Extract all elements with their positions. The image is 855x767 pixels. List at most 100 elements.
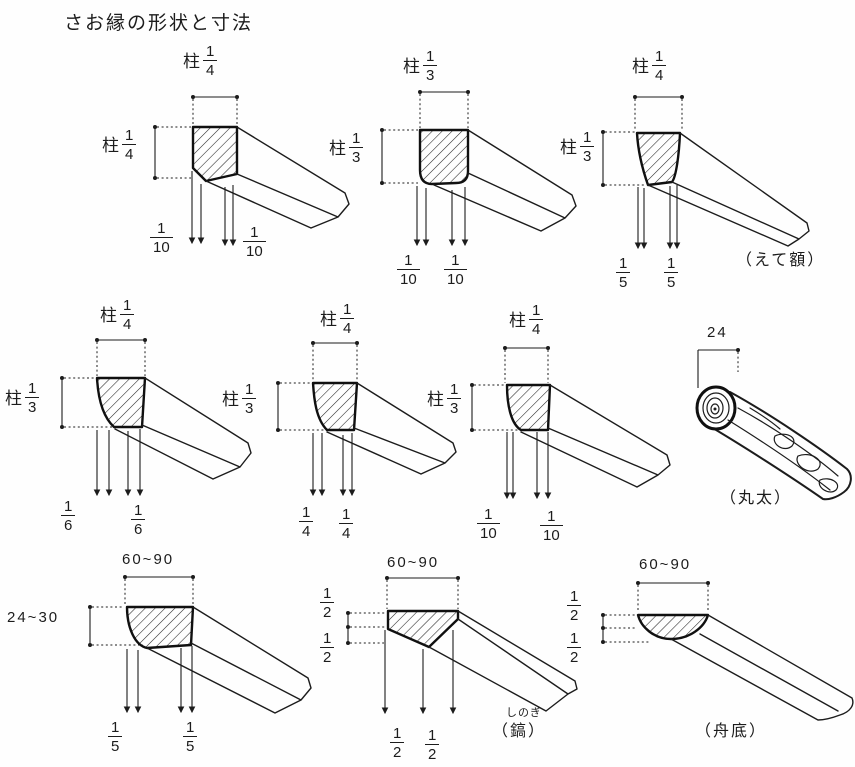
figure-caption: （丸太） — [720, 490, 793, 507]
figure-7-linework — [88, 575, 312, 714]
extruded-body — [205, 126, 350, 229]
fraction-denominator: 3 — [349, 147, 364, 165]
extruded-body — [146, 606, 312, 714]
profile-section — [95, 376, 147, 429]
fraction-denominator: 10 — [477, 523, 500, 541]
left-dimension — [153, 125, 191, 180]
figure-caption: （舟底） — [695, 723, 768, 740]
dimension-prefix: 柱 — [329, 138, 346, 158]
top-dimension-label: 60~90 — [122, 551, 175, 568]
extruded-body — [326, 382, 457, 475]
fraction-denominator: 10 — [397, 269, 420, 287]
fraction-numerator: 1 — [352, 130, 361, 147]
left-dimension — [276, 381, 325, 432]
dimension-prefix: 柱 — [100, 305, 117, 325]
fraction-denominator: 3 — [580, 146, 595, 164]
fraction-denominator: 2 — [425, 744, 440, 762]
profile-section — [191, 125, 239, 183]
bottom-dimension-lines — [503, 432, 552, 500]
fraction-denominator: 4 — [299, 521, 314, 539]
top-dimension — [636, 581, 710, 612]
figure-caption: （鎬） — [492, 723, 547, 740]
bottom-dimension-lines — [93, 429, 144, 497]
fraction-denominator: 10 — [150, 237, 173, 255]
fraction-denominator: 6 — [61, 515, 76, 533]
fraction-denominator: 2 — [320, 647, 335, 665]
fraction-numerator: 1 — [342, 506, 351, 523]
dimension-prefix: 柱 — [320, 309, 337, 329]
top-dimension — [123, 575, 195, 605]
dimension-prefix: 柱 — [427, 389, 444, 409]
figure-caption: （えて額） — [736, 252, 826, 269]
profile-section — [635, 131, 682, 187]
top-dimension — [191, 95, 239, 125]
figure-1-linework — [153, 95, 350, 247]
left-dimension — [380, 128, 418, 185]
extruded-body — [670, 614, 854, 721]
fraction-denominator: 3 — [447, 398, 462, 416]
fraction-denominator: 3 — [25, 397, 40, 415]
page-title: さお縁の形状と寸法 — [64, 13, 254, 34]
fraction-numerator: 1 — [667, 255, 676, 272]
fraction-numerator: 1 — [64, 498, 73, 515]
left-dimension — [601, 130, 646, 187]
caption-furigana: しのぎ — [506, 707, 542, 719]
profile-section — [125, 605, 195, 650]
fraction-numerator: 1 — [323, 630, 332, 647]
fraction-numerator: 1 — [619, 255, 628, 272]
left-dimension — [470, 383, 519, 432]
fraction-numerator: 1 — [547, 508, 556, 525]
top-dimension — [503, 346, 550, 383]
fraction-denominator: 4 — [529, 319, 544, 337]
top-dimension — [633, 95, 684, 131]
bottom-dimension-lines — [413, 186, 469, 247]
fraction-denominator: 2 — [567, 605, 582, 623]
figure-4-linework — [60, 338, 252, 497]
fraction-denominator: 3 — [423, 65, 438, 83]
diameter-label: 24 — [707, 324, 728, 341]
fraction-numerator: 1 — [302, 504, 311, 521]
fraction-numerator: 1 — [123, 297, 132, 314]
fraction-numerator: 1 — [426, 48, 435, 65]
figure-3-linework — [601, 95, 810, 250]
fraction-numerator: 1 — [428, 727, 437, 744]
extruded-body — [647, 132, 810, 247]
bottom-dimension-lines — [381, 630, 457, 715]
